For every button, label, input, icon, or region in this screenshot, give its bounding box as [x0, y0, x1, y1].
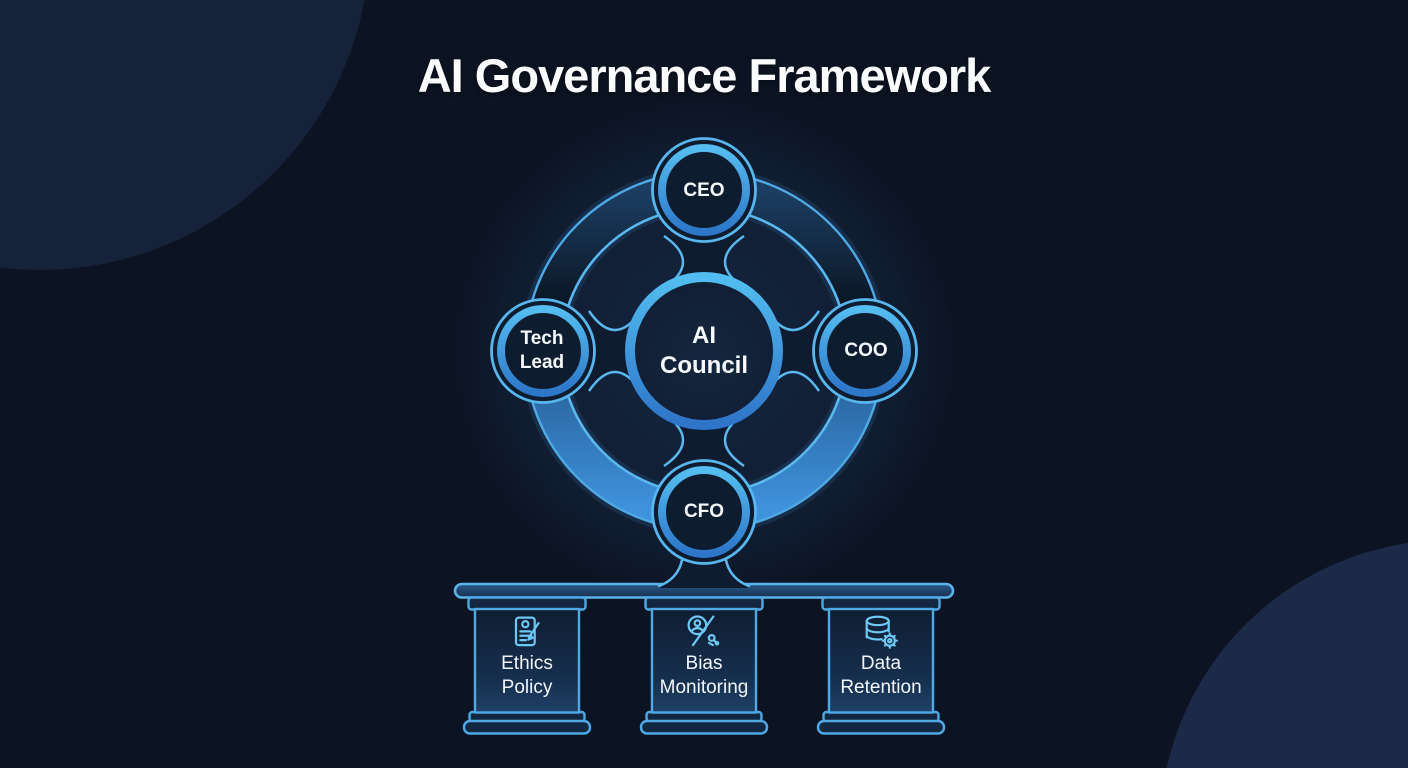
- node-ceo-circle: [651, 137, 757, 243]
- ai-council-circle: [625, 272, 783, 430]
- person-slash-icon: [687, 615, 720, 647]
- document-pen-icon: [514, 616, 540, 647]
- database-gear-icon: [865, 615, 898, 649]
- pillar-label-ethics-policy: Ethics Policy: [501, 653, 553, 698]
- pillar-bias-monitoring: [639, 596, 769, 735]
- node-label-cfo: CFO: [683, 501, 725, 522]
- pillar-data-retention: [816, 596, 946, 735]
- node-label-tech-lead: Tech Lead: [519, 328, 565, 373]
- node-coo-circle: [812, 298, 918, 404]
- node-label-ceo: CEO: [683, 180, 725, 201]
- pillar-label-bias-monitoring: Bias Monitoring: [659, 653, 749, 698]
- pillar-label-data-retention: Data Retention: [840, 653, 922, 698]
- council-label: AI Council: [660, 322, 748, 379]
- page-title: AI Governance Framework: [417, 49, 992, 102]
- node-cfo-circle: [651, 459, 757, 565]
- node-label-coo: COO: [844, 340, 888, 361]
- node-tech-lead-circle: [490, 298, 596, 404]
